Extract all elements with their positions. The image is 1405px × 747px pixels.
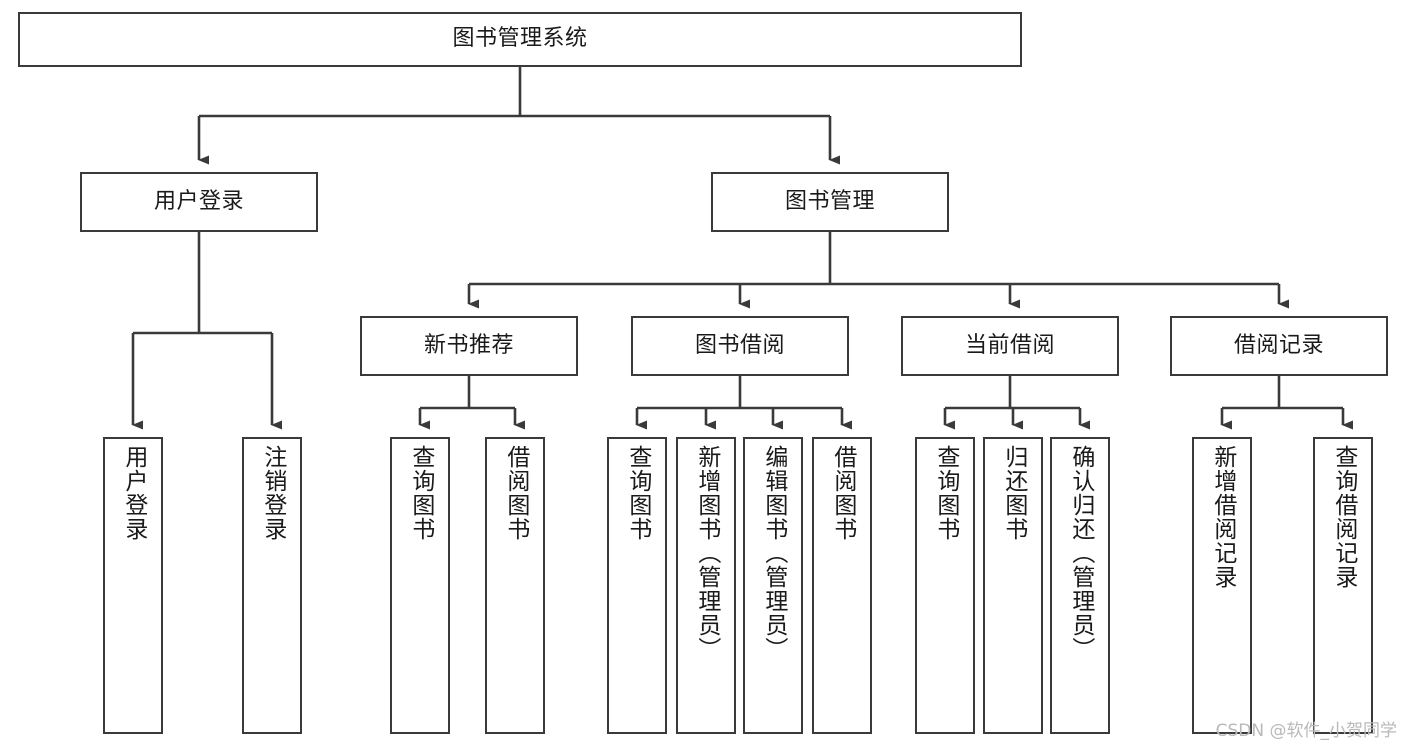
node-label-new-book-rec: 新书推荐 bbox=[423, 332, 514, 358]
node-label-book-borrow: 图书借阅 bbox=[694, 332, 785, 358]
node-leaf-bb-edit-book[interactable]: 编辑图书（管理员） bbox=[743, 437, 803, 734]
node-current-borrow[interactable]: 当前借阅 bbox=[901, 316, 1119, 376]
node-leaf-cb-confirm-return[interactable]: 确认归还（管理员） bbox=[1050, 437, 1110, 734]
node-leaf-user-login[interactable]: 用户登录 bbox=[103, 437, 163, 734]
node-label-leaf-rec-query-book: 查询图书 bbox=[407, 445, 434, 541]
node-label-leaf-br-add-record: 新增借阅记录 bbox=[1209, 445, 1236, 589]
node-leaf-cb-return-book[interactable]: 归还图书 bbox=[983, 437, 1043, 734]
node-leaf-bb-query-book[interactable]: 查询图书 bbox=[607, 437, 667, 734]
node-leaf-br-query-record[interactable]: 查询借阅记录 bbox=[1313, 437, 1373, 734]
node-book-manage[interactable]: 图书管理 bbox=[711, 172, 949, 232]
node-label-leaf-bb-add-book: 新增图书（管理员） bbox=[693, 445, 720, 661]
node-label-leaf-user-logout: 注销登录 bbox=[259, 445, 286, 541]
node-label-leaf-cb-return-book: 归还图书 bbox=[1000, 445, 1027, 541]
node-label-leaf-bb-query-book: 查询图书 bbox=[624, 445, 651, 541]
node-leaf-bb-borrow-book[interactable]: 借阅图书 bbox=[812, 437, 872, 734]
node-label-leaf-cb-query-book: 查询图书 bbox=[932, 445, 959, 541]
node-book-borrow[interactable]: 图书借阅 bbox=[631, 316, 849, 376]
node-user-login[interactable]: 用户登录 bbox=[80, 172, 318, 232]
node-label-root: 图书管理系统 bbox=[452, 26, 588, 52]
node-borrow-record[interactable]: 借阅记录 bbox=[1170, 316, 1388, 376]
node-new-book-rec[interactable]: 新书推荐 bbox=[360, 316, 578, 376]
node-label-borrow-record: 借阅记录 bbox=[1233, 332, 1324, 358]
node-leaf-br-add-record[interactable]: 新增借阅记录 bbox=[1192, 437, 1252, 734]
node-root[interactable]: 图书管理系统 bbox=[18, 12, 1022, 67]
node-label-leaf-cb-confirm-return: 确认归还（管理员） bbox=[1067, 445, 1094, 661]
node-leaf-cb-query-book[interactable]: 查询图书 bbox=[915, 437, 975, 734]
node-leaf-rec-query-book[interactable]: 查询图书 bbox=[390, 437, 450, 734]
node-leaf-bb-add-book[interactable]: 新增图书（管理员） bbox=[676, 437, 736, 734]
node-label-book-manage: 图书管理 bbox=[784, 188, 875, 214]
node-label-leaf-rec-borrow-book: 借阅图书 bbox=[502, 445, 529, 541]
node-leaf-rec-borrow-book[interactable]: 借阅图书 bbox=[485, 437, 545, 734]
node-leaf-user-logout[interactable]: 注销登录 bbox=[242, 437, 302, 734]
node-label-leaf-bb-borrow-book: 借阅图书 bbox=[829, 445, 856, 541]
node-label-current-borrow: 当前借阅 bbox=[964, 332, 1055, 358]
node-label-leaf-user-login: 用户登录 bbox=[120, 445, 147, 541]
node-label-leaf-bb-edit-book: 编辑图书（管理员） bbox=[760, 445, 787, 661]
node-label-user-login: 用户登录 bbox=[153, 188, 244, 214]
node-label-leaf-br-query-record: 查询借阅记录 bbox=[1330, 445, 1357, 589]
